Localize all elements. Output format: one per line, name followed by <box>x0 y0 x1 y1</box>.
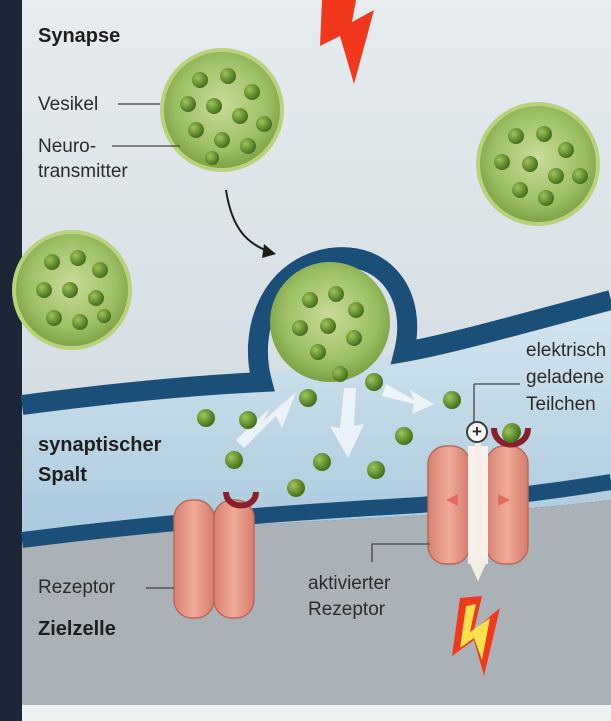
receptor-inactive <box>174 492 256 618</box>
target-cell-label: Zielzelle <box>38 616 116 643</box>
charge-symbol: + <box>470 421 484 443</box>
cleft-label-2: Spalt <box>38 462 87 489</box>
neurotransmitter-label-1: Neuro- <box>38 135 96 158</box>
cleft-label-1: synaptischer <box>38 432 161 459</box>
charged-particles-label-1: elektrisch <box>526 339 606 362</box>
active-receptor-label-2: Rezeptor <box>308 598 385 621</box>
active-receptor-label-1: aktivierter <box>308 572 390 595</box>
vesicle-top <box>162 50 282 170</box>
charged-particles-label-2: geladene <box>526 366 604 389</box>
neurotransmitter-label-2: transmitter <box>38 160 128 183</box>
charged-particles-label-3: Teilchen <box>526 393 596 416</box>
bottom-band <box>22 705 611 721</box>
vesicle-label: Vesikel <box>38 93 98 116</box>
receptor-active <box>428 425 528 574</box>
receptor-label: Rezeptor <box>38 576 115 599</box>
diagram-title: Synapse <box>38 23 120 50</box>
